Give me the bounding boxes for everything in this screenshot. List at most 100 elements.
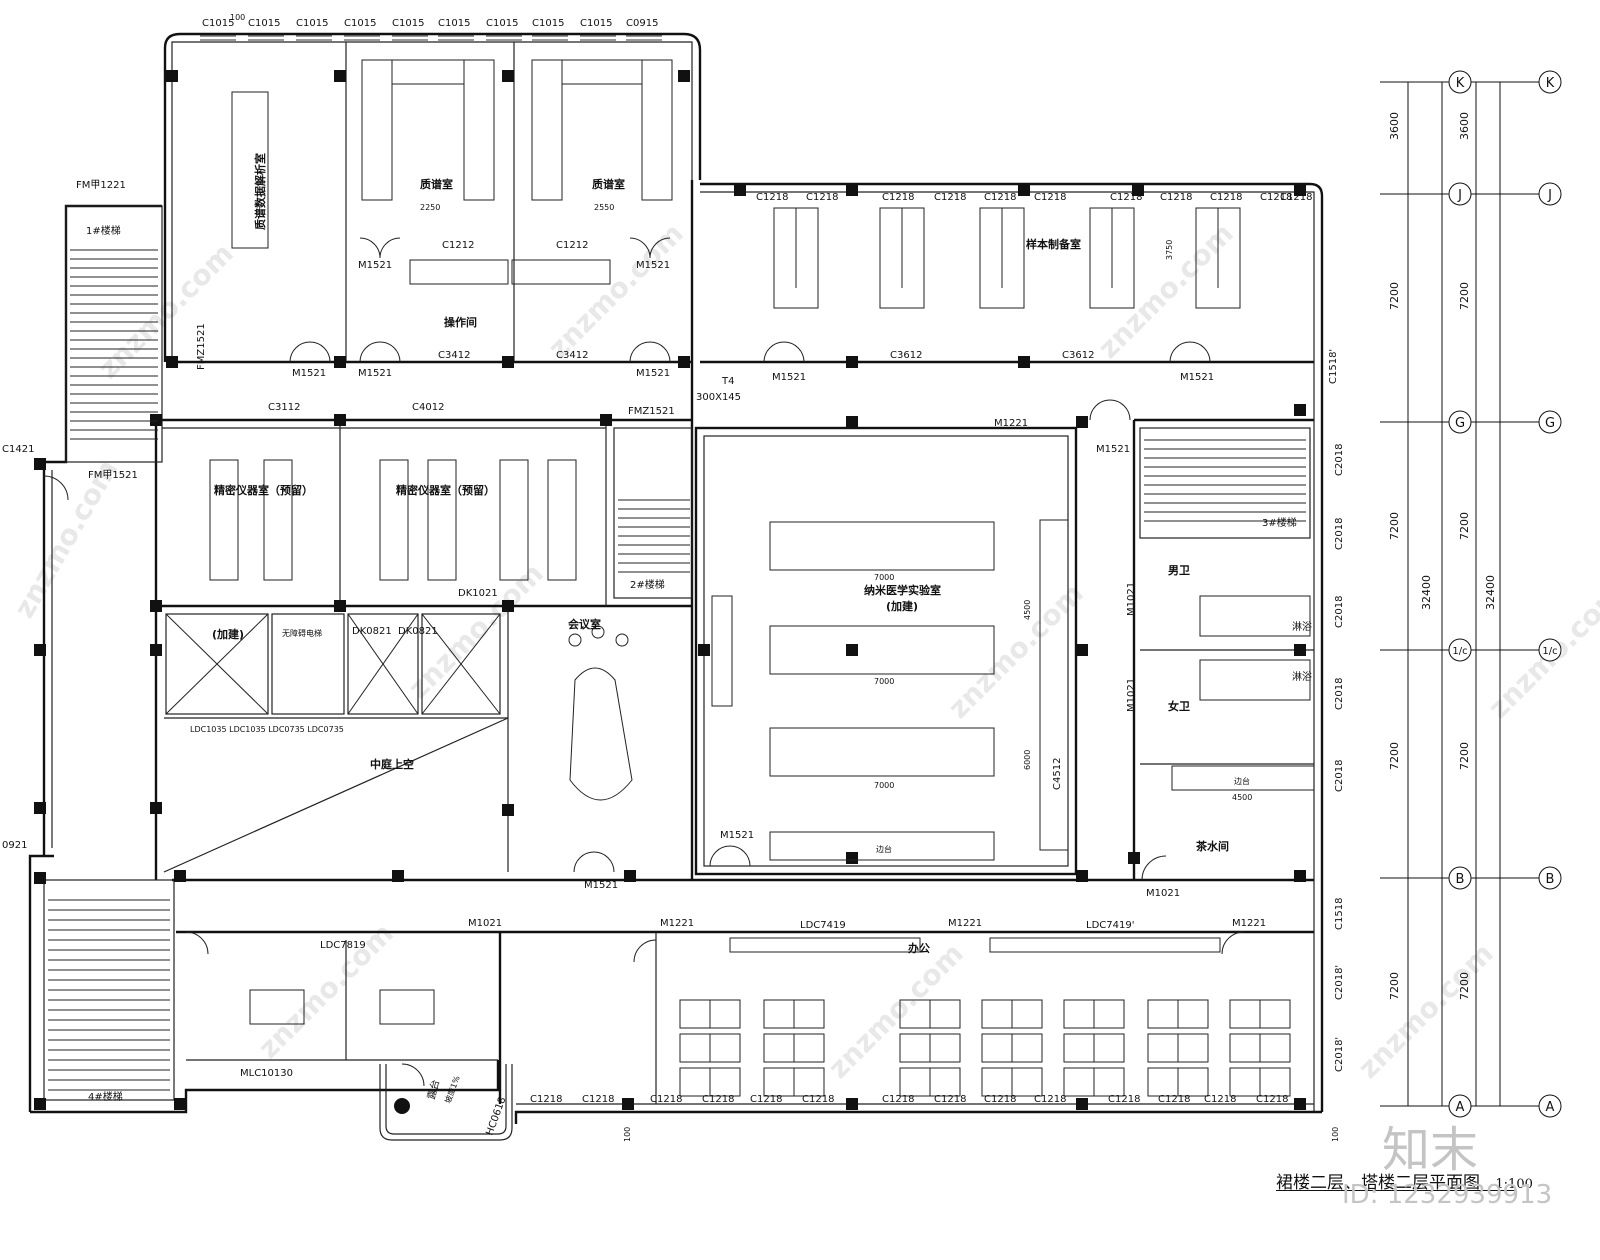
stair-2-label: 2#楼梯 <box>630 578 665 591</box>
svg-text:FMZ1521: FMZ1521 <box>628 406 675 417</box>
column <box>150 644 162 656</box>
column <box>622 1098 634 1110</box>
dim-outer-5: 7200 <box>1458 972 1471 1000</box>
column <box>624 870 636 882</box>
column <box>150 600 162 612</box>
lab-bench <box>379 459 409 581</box>
room-office: 办公 <box>908 941 930 955</box>
stair-4-label: 4#楼梯 <box>88 1090 123 1103</box>
column <box>846 356 858 368</box>
axis-marker-k: K K <box>1448 70 1562 94</box>
brand-id: ID: 1232939913 <box>1342 1180 1553 1210</box>
svg-text:300X145: 300X145 <box>696 392 741 403</box>
column <box>846 852 858 864</box>
lab-bench <box>427 459 457 581</box>
svg-text:LDC7819: LDC7819 <box>320 940 366 951</box>
svg-text:C3612: C3612 <box>1062 350 1094 361</box>
svg-text:LDC1035 LDC1035 LDC0735 LDC073: LDC1035 LDC1035 LDC0735 LDC0735 <box>190 725 344 734</box>
svg-text:FM甲1521: FM甲1521 <box>88 470 138 481</box>
stair-1-label: 1#楼梯 <box>86 224 121 237</box>
window-tag: C1218 <box>756 192 788 203</box>
svg-text:J: J <box>1457 188 1462 203</box>
column <box>34 802 46 814</box>
svg-text:边台: 边台 <box>1234 776 1250 786</box>
window-tag: C1218 <box>984 192 1016 203</box>
axis-marker-a: A A <box>1448 1094 1562 1118</box>
svg-text:6000: 6000 <box>1023 750 1032 770</box>
watermark-text: znzmo.com <box>1352 937 1500 1085</box>
window-tag: C1218 <box>1108 1094 1140 1105</box>
svg-text:C1421: C1421 <box>2 444 34 455</box>
stairs <box>48 249 1306 1091</box>
room-mass-1: 质谱室 <box>420 177 453 191</box>
dim-inner-5: 7200 <box>1388 972 1401 1000</box>
shower-1-label: 淋浴 <box>1292 620 1312 633</box>
room-sample-prep: 样本制备室 <box>1026 237 1081 251</box>
svg-text:DK1021: DK1021 <box>458 588 498 599</box>
svg-text:边台: 边台 <box>876 844 892 854</box>
room-precision-2: 精密仪器室（预留） <box>396 483 495 497</box>
window-tag: C1015 <box>392 18 424 29</box>
column <box>34 872 46 884</box>
svg-text:100: 100 <box>623 1127 632 1142</box>
room-labels: 质谱数据解析室 质谱室 质谱室 操作间 样本制备室 精密仪器室（预留） 精密仪器… <box>86 153 1312 1103</box>
window-tag: C1218 <box>1256 1094 1288 1105</box>
column <box>502 70 514 82</box>
column <box>678 356 690 368</box>
window-tag: C2018 <box>1334 760 1345 792</box>
column <box>1294 870 1306 882</box>
column <box>846 644 858 656</box>
svg-text:M1021: M1021 <box>1126 678 1137 712</box>
dim-outer-1: 3600 <box>1458 112 1471 140</box>
svg-text:1/c: 1/c <box>1452 646 1467 657</box>
svg-text:M1521: M1521 <box>772 372 806 383</box>
window-tag: C1218 <box>1280 192 1312 203</box>
column <box>698 644 710 656</box>
window-tag: C1218 <box>984 1094 1016 1105</box>
svg-text:M1221: M1221 <box>660 918 694 929</box>
watermark-layer: znzmo.com znzmo.com znzmo.com znzmo.com … <box>7 217 1600 1085</box>
svg-text:4500: 4500 <box>1023 600 1032 620</box>
axis-marker-j: J J <box>1448 182 1562 206</box>
window-tag: C2018' <box>1334 1037 1345 1072</box>
svg-text:G: G <box>1545 416 1555 431</box>
column <box>166 70 178 82</box>
lab-bench <box>547 459 577 581</box>
column <box>846 1098 858 1110</box>
axis-grid: K K J J G G 1/c 1/c B B <box>1380 70 1562 1118</box>
column <box>1076 870 1088 882</box>
column <box>502 356 514 368</box>
window-tag: C2018' <box>1334 965 1345 1000</box>
column <box>174 870 186 882</box>
window-tag: C1015 <box>532 18 564 29</box>
brand-logo-text: 知末 <box>1382 1122 1479 1178</box>
svg-text:0921: 0921 <box>2 840 27 851</box>
column <box>678 70 690 82</box>
svg-text:7000: 7000 <box>874 573 894 582</box>
svg-text:M1521: M1521 <box>358 260 392 271</box>
window-tag: C2018 <box>1334 596 1345 628</box>
window-tag: C2018 <box>1334 444 1345 476</box>
room-atrium: 中庭上空 <box>370 757 414 771</box>
window-tag: C1218 <box>750 1094 782 1105</box>
svg-text:C1518': C1518' <box>1328 349 1339 384</box>
watermark-text: znzmo.com <box>252 917 400 1065</box>
window-tag: C1218 <box>582 1094 614 1105</box>
svg-text:MLC10130: MLC10130 <box>240 1068 293 1079</box>
column <box>150 414 162 426</box>
svg-text:C3112: C3112 <box>268 402 300 413</box>
svg-text:M1521: M1521 <box>358 368 392 379</box>
room-meeting: 会议室 <box>568 617 601 631</box>
svg-text:100: 100 <box>1331 1127 1340 1142</box>
svg-text:100: 100 <box>230 13 245 22</box>
svg-text:B: B <box>1456 872 1465 887</box>
column <box>1018 184 1030 196</box>
dim-total-outer: 32400 <box>1484 575 1497 610</box>
svg-text:G: G <box>1455 416 1465 431</box>
column <box>1294 404 1306 416</box>
column <box>34 644 46 656</box>
window-tag: C1015 <box>438 18 470 29</box>
